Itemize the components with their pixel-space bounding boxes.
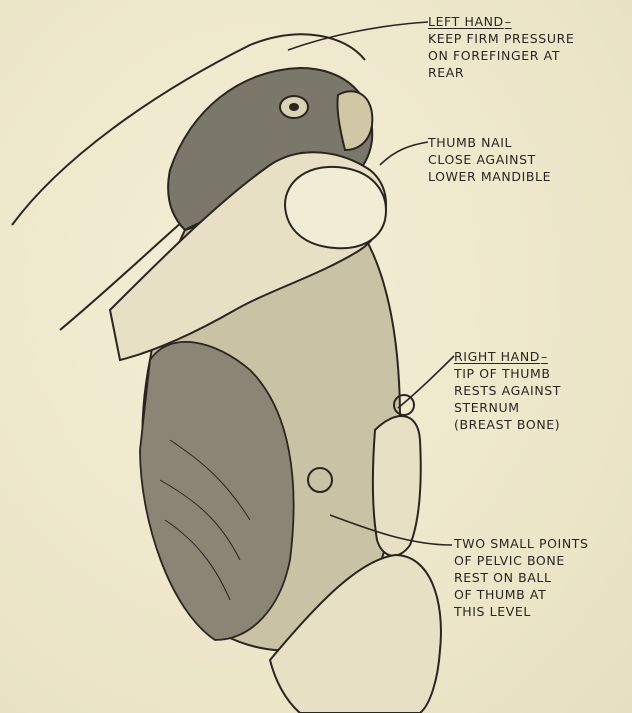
bird-pupil — [289, 103, 299, 111]
label-pelvic-line: OF THUMB AT — [454, 586, 589, 603]
label-left-hand-line: REAR — [428, 64, 574, 81]
label-right-hand-title: RIGHT HAND — [454, 348, 561, 365]
left-thumbnail — [285, 167, 386, 248]
leader-right-hand — [398, 356, 454, 408]
label-left-hand: LEFT HAND KEEP FIRM PRESSURE ON FOREFING… — [428, 13, 574, 81]
label-right-hand-line: STERNUM — [454, 399, 561, 416]
label-thumb-nail-line: THUMB NAIL — [428, 134, 551, 151]
label-left-hand-line: ON FOREFINGER AT — [428, 47, 574, 64]
label-pelvic: TWO SMALL POINTS OF PELVIC BONE REST ON … — [454, 535, 589, 620]
label-right-hand: RIGHT HAND TIP OF THUMB RESTS AGAINST ST… — [454, 348, 561, 433]
label-left-hand-title: LEFT HAND — [428, 13, 574, 30]
label-thumb-nail: THUMB NAIL CLOSE AGAINST LOWER MANDIBLE — [428, 134, 551, 185]
leader-left-hand — [288, 22, 428, 50]
label-right-hand-line: (BREAST BONE) — [454, 416, 561, 433]
label-left-hand-line: KEEP FIRM PRESSURE — [428, 30, 574, 47]
label-thumb-nail-line: CLOSE AGAINST — [428, 151, 551, 168]
label-pelvic-line: OF PELVIC BONE — [454, 552, 589, 569]
label-right-hand-line: TIP OF THUMB — [454, 365, 561, 382]
right-thumb — [373, 416, 421, 556]
label-pelvic-line: TWO SMALL POINTS — [454, 535, 589, 552]
label-pelvic-line: THIS LEVEL — [454, 603, 589, 620]
label-right-hand-line: RESTS AGAINST — [454, 382, 561, 399]
label-thumb-nail-line: LOWER MANDIBLE — [428, 168, 551, 185]
leader-thumb-nail — [380, 142, 428, 165]
label-pelvic-line: REST ON BALL — [454, 569, 589, 586]
